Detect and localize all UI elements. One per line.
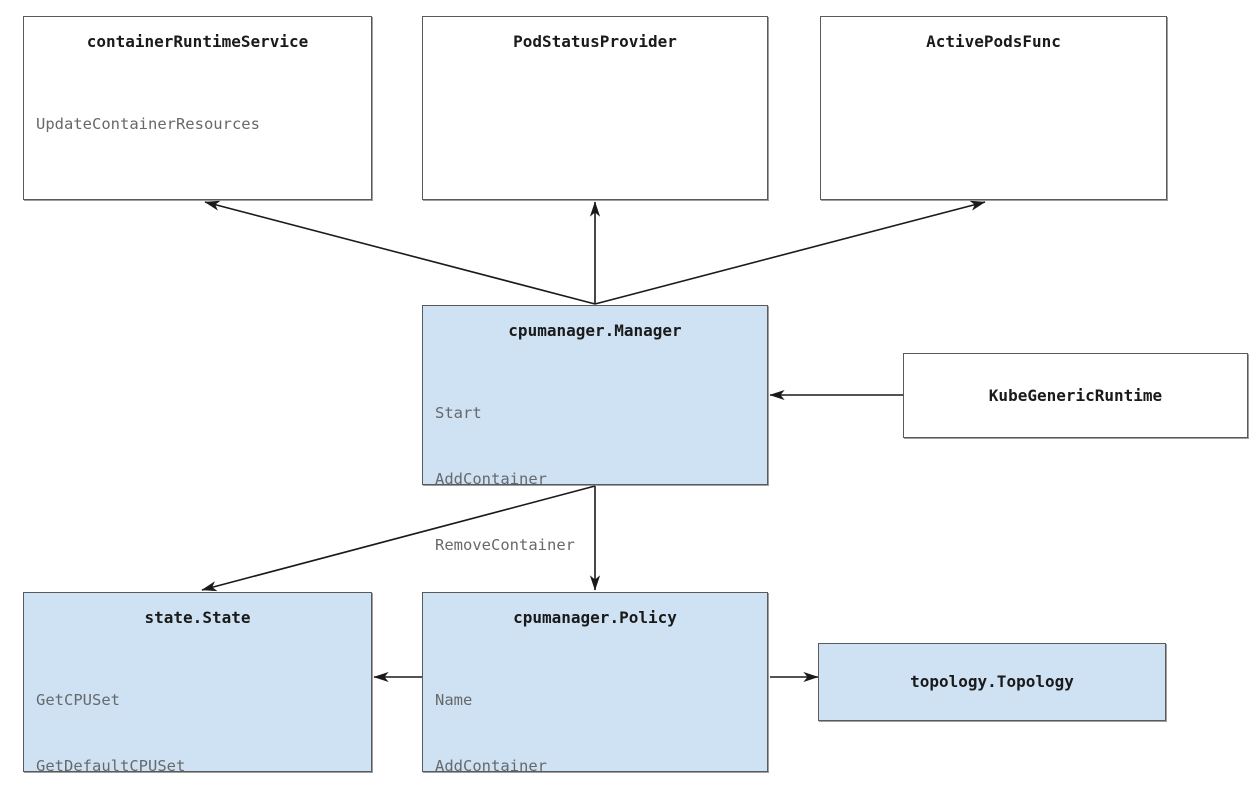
method-item: RemoveContainer <box>435 536 575 554</box>
node-topology-topology[interactable]: topology.Topology <box>818 643 1166 721</box>
node-title: PodStatusProvider <box>513 32 677 51</box>
node-active-pods-func[interactable]: ActivePodsFunc <box>820 16 1167 200</box>
method-item: UpdateContainerResources <box>36 115 260 133</box>
node-state-state[interactable]: state.State GetCPUSet GetDefaultCPUSet S… <box>23 592 372 775</box>
node-cpumanager-manager[interactable]: cpumanager.Manager Start AddContainer Re… <box>422 305 768 620</box>
node-title: topology.Topology <box>910 672 1074 691</box>
edge-manager-to-container-runtime-service <box>204 200 596 305</box>
node-method-list: GetCPUSet GetDefaultCPUSet SetCPUSet Set… <box>36 645 371 788</box>
node-container-runtime-service[interactable]: containerRuntimeService UpdateContainerR… <box>23 16 372 200</box>
node-pod-status-provider[interactable]: PodStatusProvider <box>422 16 768 200</box>
method-item: AddContainer <box>435 757 547 775</box>
method-item: AddContainer <box>435 470 547 488</box>
node-kube-generic-runtime[interactable]: KubeGenericRuntime <box>903 353 1248 438</box>
node-title: KubeGenericRuntime <box>988 385 1163 405</box>
node-method-list: UpdateContainerResources <box>36 69 371 179</box>
method-item: Name <box>435 691 473 709</box>
edge-manager-to-active-pods-func <box>594 200 986 305</box>
node-title: state.State <box>144 608 251 627</box>
method-item: GetDefaultCPUSet <box>36 757 186 775</box>
node-title: cpumanager.Policy <box>513 608 677 627</box>
edge-manager-to-state-state <box>201 485 596 592</box>
method-item: Start <box>435 404 482 422</box>
node-method-list: Name AddContainer RemoveContainer <box>435 645 767 788</box>
node-title: ActivePodsFunc <box>926 32 1061 51</box>
method-item: GetCPUSet <box>36 691 120 709</box>
node-cpumanager-policy[interactable]: cpumanager.Policy Name AddContainer Remo… <box>422 592 768 775</box>
node-title: containerRuntimeService <box>86 32 309 51</box>
node-title: cpumanager.Manager <box>508 321 682 340</box>
